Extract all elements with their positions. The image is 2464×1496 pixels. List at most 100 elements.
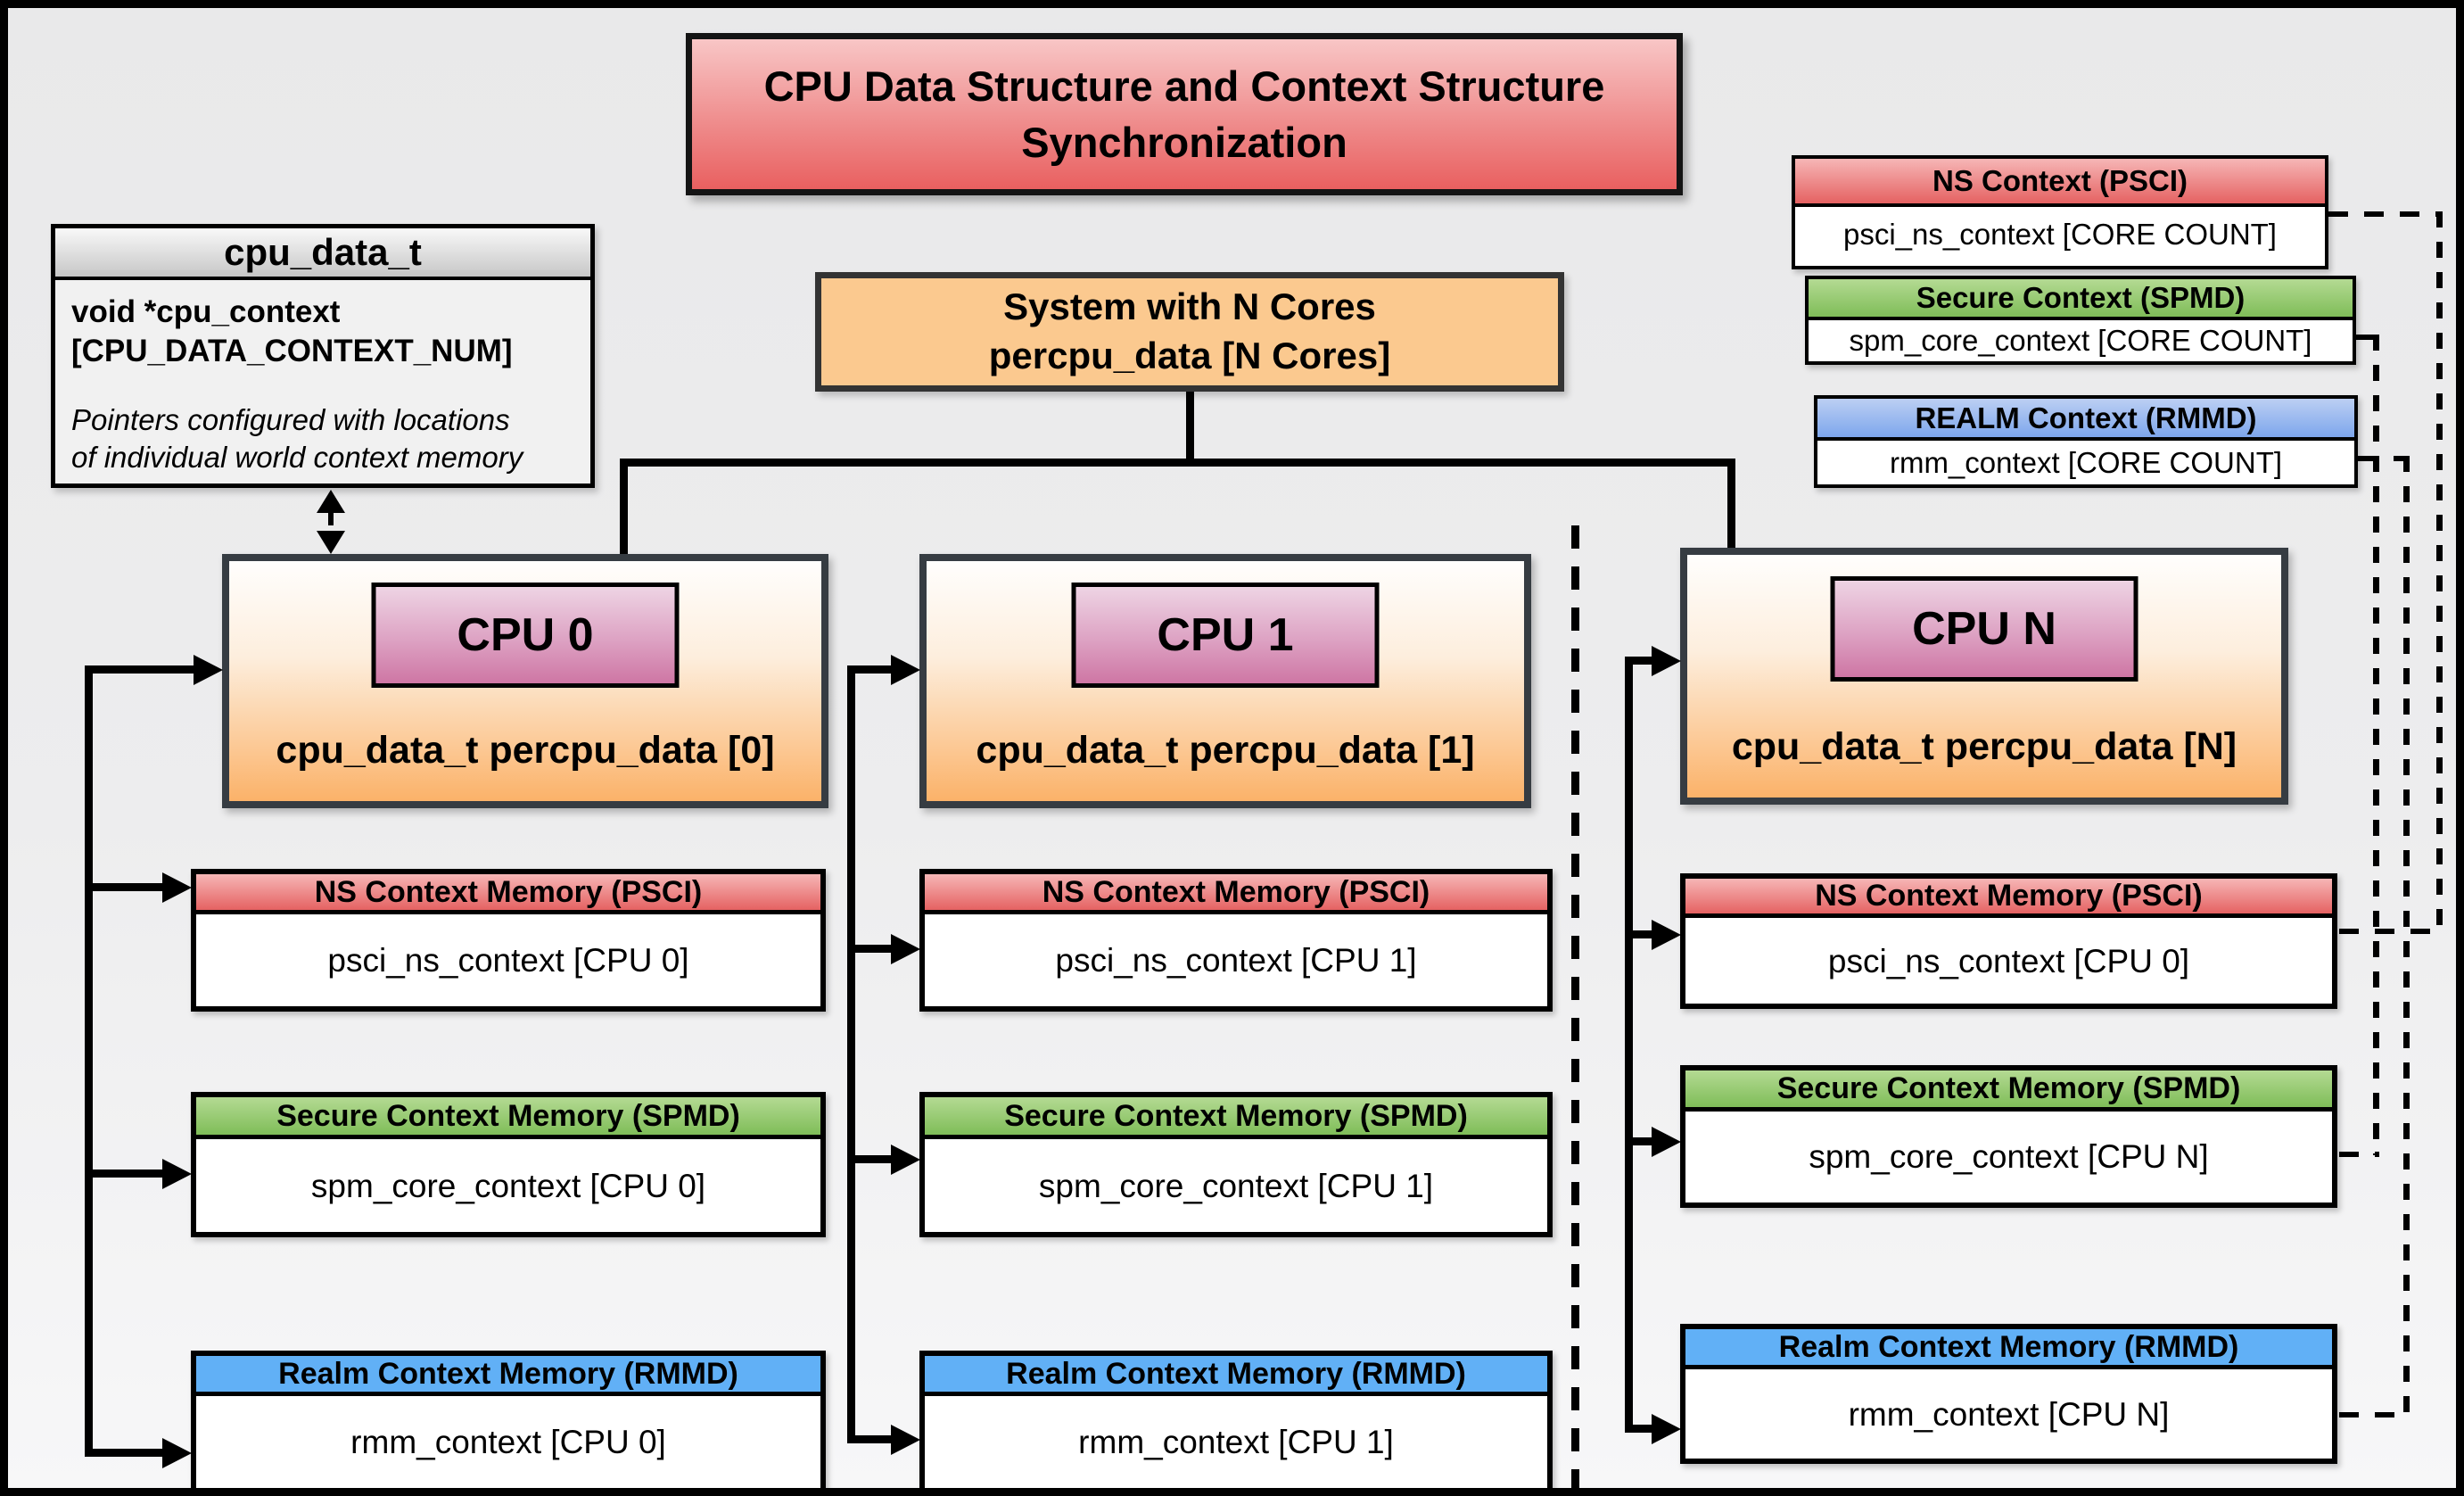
- legend-ns-body: psci_ns_context [CORE COUNT]: [1843, 218, 2277, 251]
- cpu0-label: cpu_data_t percpu_data [0]: [276, 729, 775, 772]
- cpu1-arrow-realm-icon: [891, 1425, 920, 1455]
- cpu0-branch-cpu: [85, 665, 195, 674]
- cpu0-realm-context-box: Realm Context Memory (RMMD) rmm_context …: [191, 1351, 826, 1488]
- legend-secure-body: spm_core_context [CORE COUNT]: [1849, 324, 2312, 357]
- legend-ns-context: NS Context (PSCI) psci_ns_context [CORE …: [1792, 155, 2328, 269]
- cpun-realm-context-box: Realm Context Memory (RMMD) rmm_context …: [1680, 1324, 2337, 1464]
- cpu1-secure-context-box: Secure Context Memory (SPMD) spm_core_co…: [919, 1092, 1553, 1237]
- dash-secure-horizontal-bottom: [2339, 1152, 2379, 1157]
- cpu1-realm-context-box: Realm Context Memory (RMMD) rmm_context …: [919, 1351, 1553, 1488]
- cpu-context-field-line2: [CPU_DATA_CONTEXT_NUM]: [71, 333, 513, 368]
- cpu1-ns-context-box: NS Context Memory (PSCI) psci_ns_context…: [919, 869, 1553, 1012]
- cpu1-realm-header: Realm Context Memory (RMMD): [925, 1356, 1547, 1396]
- system-stem-connector: [1186, 392, 1194, 463]
- cpu1-branch-cpu: [847, 665, 892, 674]
- legend-realm-body: rmm_context [CORE COUNT]: [1889, 446, 2283, 479]
- cpun-branch-ns: [1625, 930, 1652, 938]
- cpun-arrow-realm-icon: [1652, 1414, 1681, 1444]
- drop-to-cpun-connector: [1727, 459, 1735, 550]
- dashed-arrow-up-icon: [317, 490, 345, 513]
- cpun-secure-header: Secure Context Memory (SPMD): [1685, 1070, 2332, 1112]
- cpu0-realm-header: Realm Context Memory (RMMD): [196, 1356, 820, 1396]
- drop-to-cpu0-connector: [620, 459, 628, 557]
- cpun-branch-secure: [1625, 1137, 1652, 1145]
- cpun-ns-header: NS Context Memory (PSCI): [1685, 879, 2332, 918]
- cpun-arrow-secure-icon: [1652, 1127, 1681, 1157]
- dash-secure-vertical: [2373, 335, 2379, 1155]
- diagram-title: CPU Data Structure and Context Structure…: [686, 33, 1683, 195]
- cpu0-branch-secure: [85, 1170, 165, 1178]
- dash-ns-horizontal-bottom: [2339, 929, 2439, 934]
- cpu1-box: CPU 1 cpu_data_t percpu_data [1]: [919, 554, 1531, 808]
- cpu1-branch-realm: [847, 1435, 892, 1443]
- dash-ns-vertical: [2436, 211, 2443, 934]
- cpu1-arrow-cpu-icon: [891, 655, 920, 685]
- column-separator-dashed-line: [1571, 525, 1579, 1488]
- cpun-box: CPU N cpu_data_t percpu_data [N]: [1680, 548, 2288, 805]
- cpu0-arrow-realm-icon: [162, 1438, 192, 1468]
- cpu1-branch-secure: [847, 1155, 892, 1163]
- system-line-2: percpu_data [N Cores]: [988, 335, 1391, 376]
- cpu0-branch-realm: [85, 1449, 165, 1457]
- cpu1-branch-ns: [847, 945, 892, 953]
- cpu1-realm-body: rmm_context [CPU 1]: [1078, 1424, 1394, 1460]
- dash-ns-horizontal-top: [2328, 211, 2441, 217]
- cpu1-secure-header: Secure Context Memory (SPMD): [925, 1097, 1547, 1139]
- cpu0-realm-body: rmm_context [CPU 0]: [350, 1424, 666, 1460]
- dashed-arrow-shaft: [328, 513, 334, 536]
- system-branch-connector: [620, 459, 1735, 467]
- cpu1-secure-body: spm_core_context [CPU 1]: [1038, 1167, 1434, 1204]
- note-line-2: of individual world context memory: [71, 441, 523, 475]
- cpun-ns-context-box: NS Context Memory (PSCI) psci_ns_context…: [1680, 873, 2337, 1009]
- cpun-branch-realm: [1625, 1425, 1652, 1433]
- cpu0-chip: CPU 0: [371, 583, 680, 688]
- cpu0-arrow-secure-icon: [162, 1159, 192, 1189]
- dash-realm-vertical: [2403, 456, 2410, 1417]
- cpu0-box: CPU 0 cpu_data_t percpu_data [0]: [222, 554, 828, 808]
- legend-realm-context: REALM Context (RMMD) rmm_context [CORE C…: [1814, 395, 2358, 488]
- dashed-arrow-down-icon: [317, 531, 345, 554]
- cpu1-chip: CPU 1: [1071, 583, 1380, 688]
- dash-secure-horizontal-top: [2356, 335, 2381, 340]
- cpu1-arrow-secure-icon: [891, 1145, 920, 1175]
- cpu0-ns-header: NS Context Memory (PSCI): [196, 874, 820, 914]
- cpu1-ns-body: psci_ns_context [CPU 1]: [1055, 942, 1417, 979]
- cpun-branch-cpu: [1625, 657, 1652, 665]
- cpu0-secure-context-box: Secure Context Memory (SPMD) spm_core_co…: [191, 1092, 826, 1237]
- cpun-bus-line: [1625, 657, 1633, 1432]
- cpu1-arrow-ns-icon: [891, 934, 920, 964]
- cpun-realm-body: rmm_context [CPU N]: [1848, 1395, 2170, 1433]
- cpu0-ns-body: psci_ns_context [CPU 0]: [327, 942, 689, 979]
- legend-realm-header: REALM Context (RMMD): [1817, 399, 2354, 441]
- cpun-arrow-ns-icon: [1652, 920, 1681, 950]
- cpun-realm-header: Realm Context Memory (RMMD): [1685, 1329, 2332, 1369]
- cpun-chip: CPU N: [1830, 576, 2138, 682]
- cpun-label: cpu_data_t percpu_data [N]: [1731, 725, 2237, 768]
- title-line-1: CPU Data Structure and Context Structure: [763, 62, 1605, 110]
- cpun-secure-context-box: Secure Context Memory (SPMD) spm_core_co…: [1680, 1065, 2337, 1208]
- cpu1-bus-line: [847, 665, 855, 1443]
- legend-secure-context: Secure Context (SPMD) spm_core_context […: [1805, 276, 2356, 365]
- cpu0-secure-body: spm_core_context [CPU 0]: [310, 1167, 706, 1204]
- cpu-context-field-line1: void *cpu_context: [71, 294, 341, 329]
- cpun-secure-body: spm_core_context [CPU N]: [1809, 1138, 2209, 1175]
- system-line-1: System with N Cores: [1003, 285, 1376, 328]
- cpu1-ns-header: NS Context Memory (PSCI): [925, 874, 1547, 914]
- cpu0-secure-header: Secure Context Memory (SPMD): [196, 1097, 820, 1139]
- dash-realm-horizontal-bottom: [2339, 1412, 2409, 1417]
- cpu-data-t-box: cpu_data_t void *cpu_context [CPU_DATA_C…: [51, 224, 595, 488]
- title-line-2: Synchronization: [1021, 119, 1347, 166]
- cpu-data-t-body: void *cpu_context [CPU_DATA_CONTEXT_NUM]…: [55, 280, 590, 490]
- system-box: System with N Cores percpu_data [N Cores…: [815, 272, 1564, 392]
- cpu1-label: cpu_data_t percpu_data [1]: [976, 729, 1475, 772]
- cpu0-arrow-cpu-icon: [194, 655, 223, 685]
- cpu0-branch-ns: [85, 883, 165, 891]
- cpun-arrow-cpu-icon: [1652, 646, 1681, 676]
- cpun-ns-body: psci_ns_context [CPU 0]: [1827, 943, 2190, 979]
- cpu0-bus-line: [85, 665, 93, 1457]
- cpu-data-t-header: cpu_data_t: [55, 228, 590, 280]
- dash-realm-horizontal-top: [2358, 456, 2408, 461]
- cpu0-arrow-ns-icon: [162, 872, 192, 903]
- legend-ns-header: NS Context (PSCI): [1795, 159, 2325, 207]
